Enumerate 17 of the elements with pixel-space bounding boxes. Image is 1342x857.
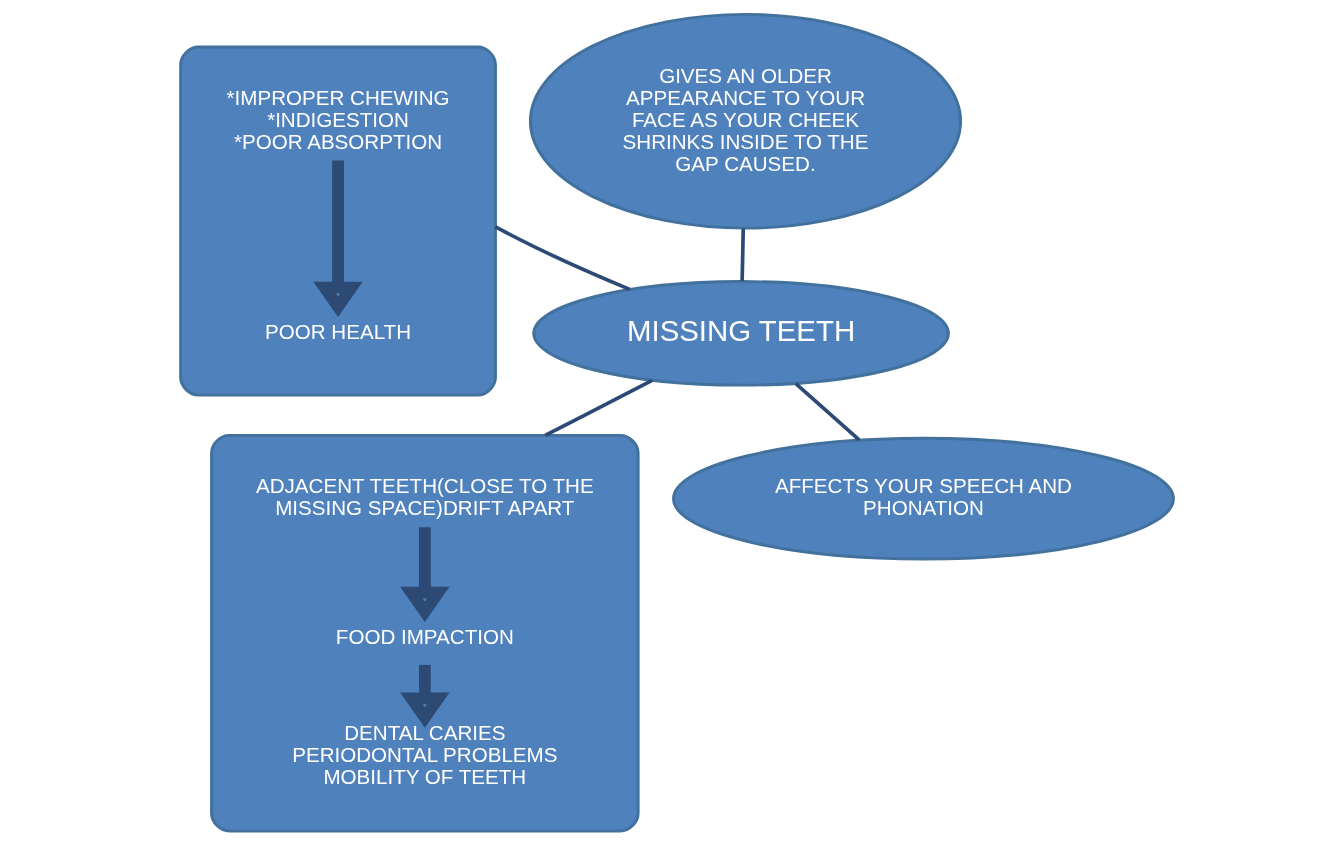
node-ellipse: AFFECTS YOUR SPEECH AND PHONATION [672, 436, 1175, 561]
connector [544, 378, 653, 438]
node-ellipse: MISSING TEETH [532, 280, 950, 387]
node-text: DENTAL CARIES PERIODONTAL PROBLEMS MOBILITY OF TEETH [292, 721, 558, 789]
node-text: ADJACENT TEETH(CLOSE TO THE MISSING SPACE)DRIFT APART [255, 474, 594, 520]
node-text: FOOD IMPACTION [335, 624, 514, 648]
connector [740, 228, 746, 281]
connector [794, 382, 861, 442]
arrow [400, 664, 450, 728]
node-text: *IMPROPER CHEWING *INDIGESTION *POOR ABSORPTION [226, 85, 450, 153]
arrow [400, 527, 450, 623]
cluster [210, 433, 640, 833]
node-ellipse: GIVES AN OLDER APPEARANCE TO YOUR FACE AS YOUR CHEEK SHRINKS INSIDE TO THE GAP CAUSED. [528, 12, 963, 230]
connector [494, 225, 631, 292]
arrow [313, 160, 363, 318]
node-text: POOR HEALTH [265, 319, 412, 343]
cluster [179, 45, 497, 397]
